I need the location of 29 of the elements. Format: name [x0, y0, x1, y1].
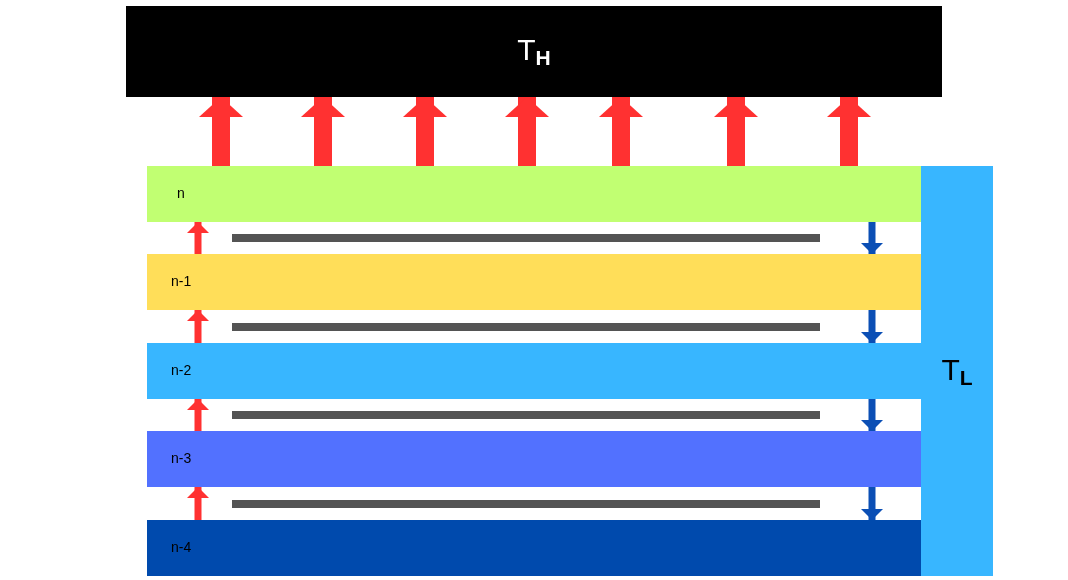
arrow	[187, 487, 209, 520]
arrow	[301, 97, 345, 166]
arrow	[714, 97, 758, 166]
layer-band	[147, 520, 921, 576]
layer-band	[147, 343, 921, 399]
arrow	[599, 97, 643, 166]
layer-band	[147, 431, 921, 487]
arrow	[403, 97, 447, 166]
arrow	[199, 97, 243, 166]
band-label: T$_{H}$	[517, 33, 551, 70]
arrow	[187, 399, 209, 431]
arrow	[861, 487, 883, 520]
arrow	[827, 97, 871, 166]
arrow	[861, 399, 883, 431]
layer-band	[147, 254, 921, 310]
cold-reservoir-bar	[921, 166, 993, 576]
arrow	[187, 222, 209, 254]
band-label: n-2	[171, 363, 192, 379]
arrow	[187, 310, 209, 343]
layer-band	[147, 166, 921, 222]
band-label: n-3	[171, 451, 192, 467]
arrow	[861, 310, 883, 343]
band-label: T$_{L}$	[941, 352, 973, 390]
arrow	[861, 222, 883, 254]
band-label: n-4	[171, 540, 192, 556]
band-label: n-1	[171, 274, 192, 290]
arrow	[505, 97, 549, 166]
band-label: n	[177, 186, 185, 202]
hot-reservoir-bar	[126, 6, 942, 97]
